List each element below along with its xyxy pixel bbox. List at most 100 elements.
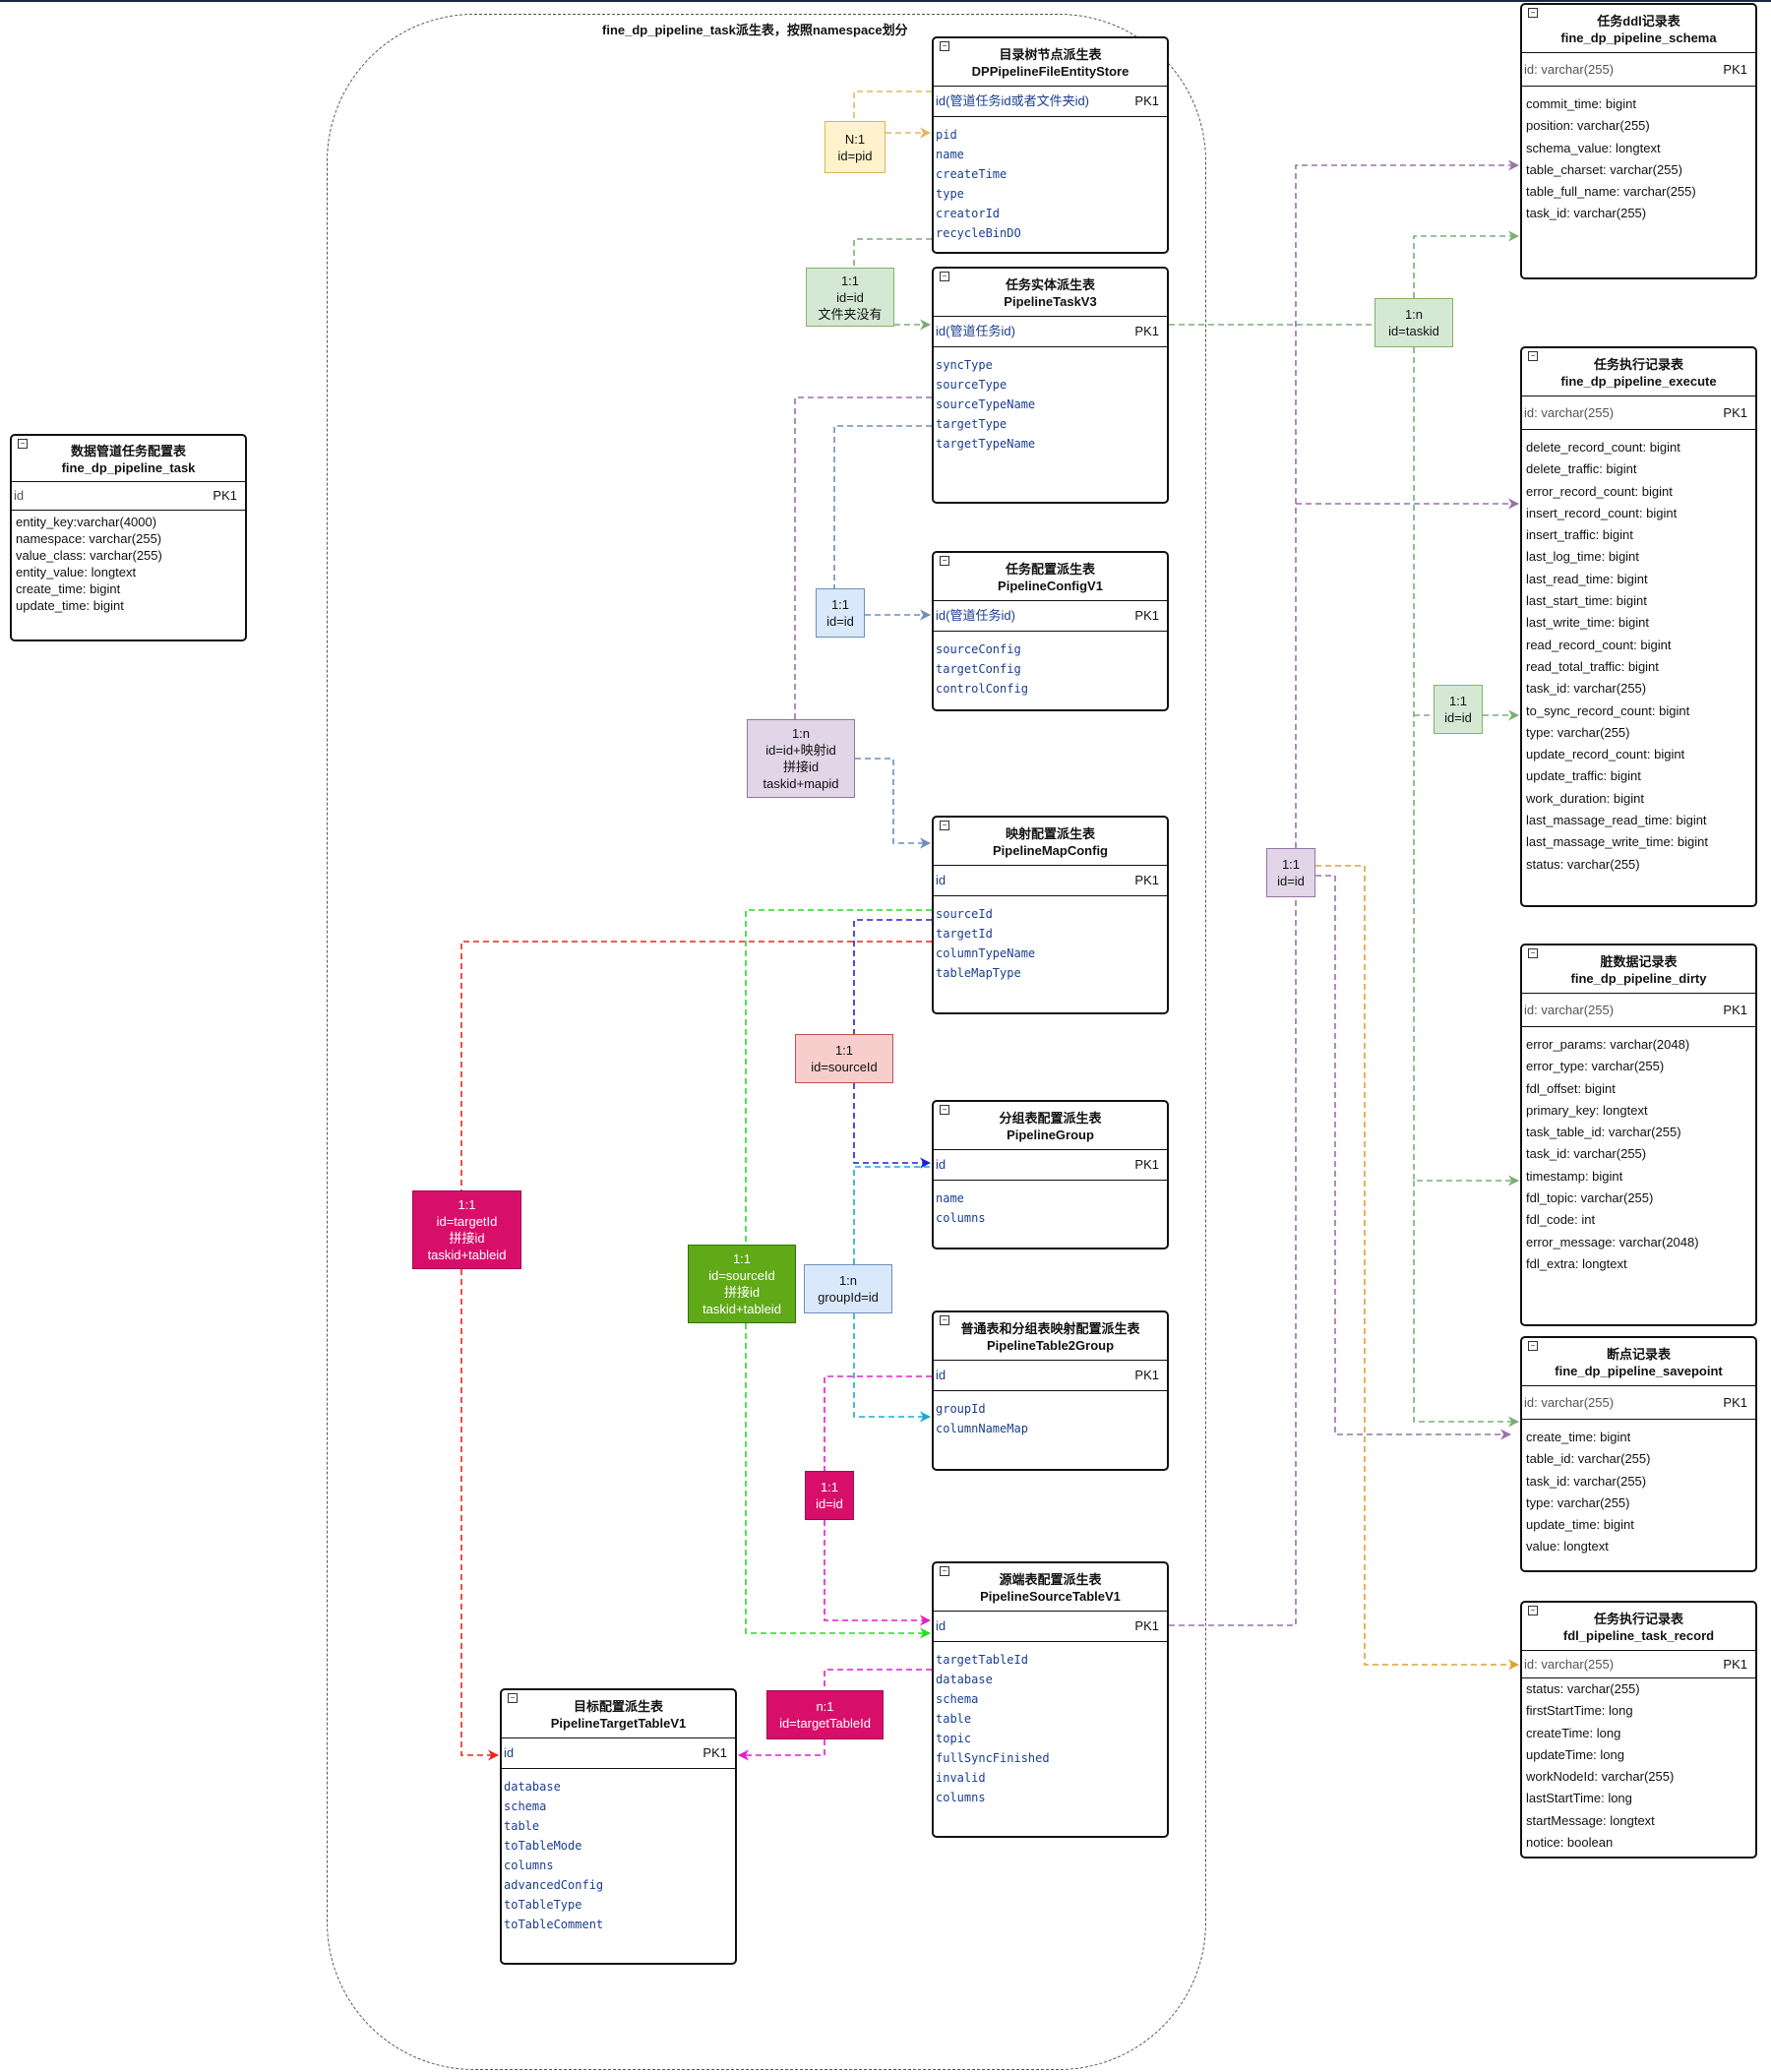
table-title-en: fine_dp_pipeline_schema (1560, 30, 1717, 45)
relation-label-line: id=id (826, 614, 854, 629)
primary-key-name: id (936, 1368, 947, 1382)
table-title-en: fine_dp_pipeline_dirty (1570, 970, 1707, 986)
primary-key-flag: PK1 (1134, 324, 1159, 338)
field-row: database (504, 1780, 561, 1794)
relation-label-line: id=taskid (1388, 324, 1439, 338)
field-row: targetTypeName (936, 437, 1036, 451)
field-row: name (936, 148, 964, 161)
field-row: fullSyncFinished (936, 1751, 1050, 1765)
collapse-icon[interactable]: − (508, 1693, 518, 1703)
table-title-en: PipelineConfigV1 (998, 578, 1103, 593)
field-row: work_duration: bigint (1526, 790, 1644, 806)
relation-label-line: 拼接id (449, 1231, 485, 1246)
table-title-en: PipelineTable2Group (986, 1337, 1115, 1353)
table-title-en: PipelineMapConfig (993, 842, 1108, 858)
primary-key-name: id (936, 873, 947, 887)
table-title-cn: 任务实体派生表 (1005, 276, 1095, 292)
field-row: task_id: varchar(255) (1526, 206, 1647, 221)
collapse-icon[interactable]: − (940, 1105, 949, 1115)
collapse-icon[interactable]: − (940, 41, 949, 51)
collapse-icon[interactable]: − (940, 821, 949, 830)
collapse-icon[interactable]: − (1528, 1341, 1538, 1351)
field-row: last_massage_read_time: bigint (1526, 813, 1707, 828)
collapse-icon[interactable]: − (940, 1315, 949, 1325)
field-row: targetId (936, 927, 993, 941)
primary-key-name: id (14, 488, 25, 503)
relation-line-n1-targettableid (824, 1669, 932, 1690)
collapse-icon[interactable]: − (1528, 8, 1538, 18)
collapse-icon[interactable]: − (940, 272, 949, 281)
field-row: tableMapType (936, 966, 1021, 980)
table-title-cn: 普通表和分组表映射配置派生表 (960, 1320, 1140, 1336)
field-row: entity_key:varchar(4000) (16, 515, 157, 529)
field-row: value_class: varchar(255) (16, 548, 162, 563)
field-row: error_message: varchar(2048) (1526, 1234, 1699, 1249)
field-row: controlConfig (936, 682, 1028, 696)
collapse-icon[interactable]: − (1528, 948, 1538, 958)
table-title-cn: 数据管道任务配置表 (70, 443, 186, 458)
field-row: targetType (936, 417, 1008, 431)
table-title-en: fine_dp_pipeline_task (61, 459, 196, 475)
field-row: table (936, 1712, 972, 1726)
field-row: delete_record_count: bigint (1526, 440, 1680, 455)
table-title-en: PipelineTaskV3 (1004, 293, 1097, 309)
table-title-en: fine_dp_pipeline_execute (1560, 373, 1717, 389)
table-title-cn: 任务执行记录表 (1593, 356, 1683, 372)
collapse-icon[interactable]: − (18, 439, 28, 449)
field-row: last_write_time: bigint (1526, 615, 1649, 631)
relation-label-line: taskid+tableid (427, 1248, 507, 1262)
field-row: workNodeId: varchar(255) (1526, 1769, 1675, 1785)
relation-label-line: 文件夹没有 (818, 306, 883, 322)
field-row: syncType (936, 358, 993, 372)
collapse-icon[interactable]: − (940, 1566, 949, 1576)
relation-line-1-1-sourceid (853, 1083, 932, 1169)
field-row: columns (936, 1791, 986, 1804)
primary-key-name: id(管道任务id) (936, 608, 1015, 623)
collapse-icon[interactable]: − (940, 556, 949, 566)
field-row: creatorId (936, 207, 1001, 220)
field-list: error_params: varchar(2048)error_type: v… (1522, 1027, 1755, 1275)
field-row: schema_value: longtext (1526, 140, 1661, 155)
relation-label-line: id=id+映射id (765, 743, 836, 758)
collapse-icon[interactable]: − (1528, 351, 1538, 361)
primary-key-name: id (936, 1618, 947, 1633)
collapse-icon[interactable]: − (1528, 1606, 1538, 1615)
